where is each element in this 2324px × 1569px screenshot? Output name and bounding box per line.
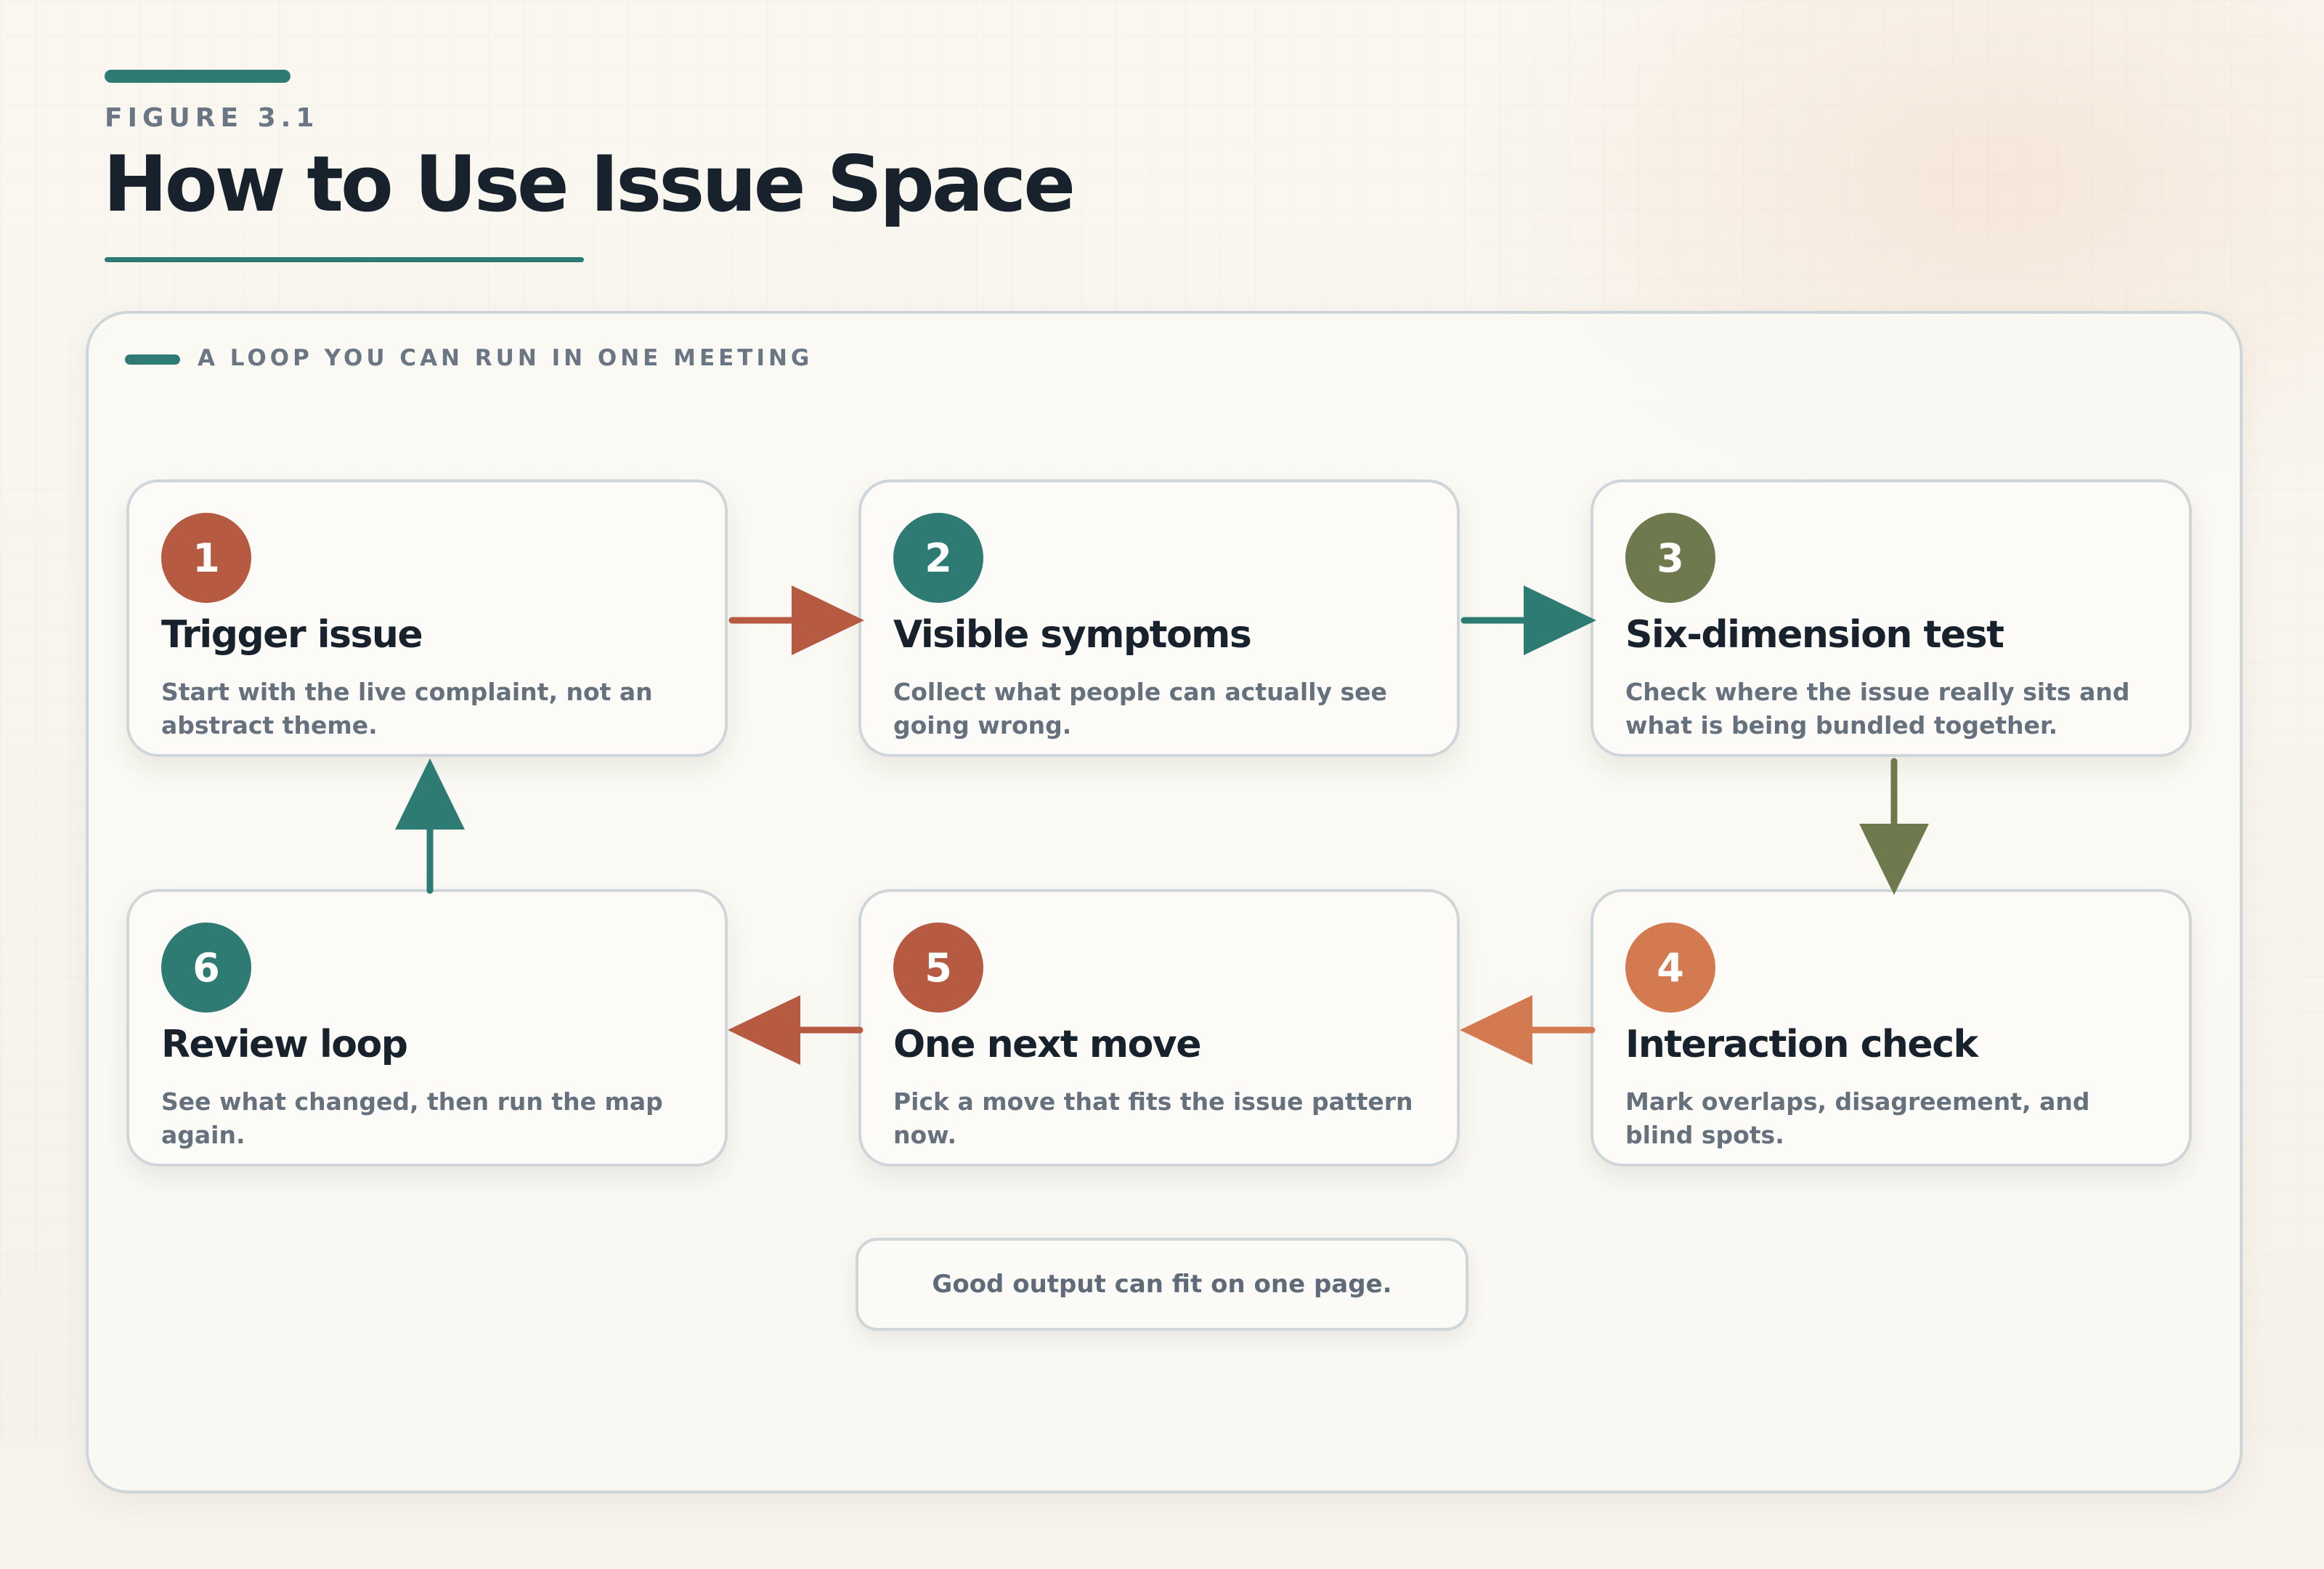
arrow-2-to-3 [1460, 585, 1596, 655]
step-card-six-dimension-test: 3 Six-dimension test Check where the iss… [1590, 479, 2192, 757]
step-card-visible-symptoms: 2 Visible symptoms Collect what people c… [858, 479, 1460, 757]
note-text: Good output can fit on one page. [932, 1270, 1392, 1299]
step-title: Visible symptoms [893, 613, 1252, 657]
figure-kicker: FIGURE 3.1 [105, 103, 320, 133]
step-number-badge: 6 [161, 923, 251, 1013]
step-number-badge: 4 [1625, 923, 1715, 1013]
header-accent-bar [105, 70, 290, 83]
step-title: Six-dimension test [1625, 613, 2004, 657]
step-card-interaction-check: 4 Interaction check Mark overlaps, disag… [1590, 889, 2192, 1167]
step-title: Interaction check [1625, 1023, 1978, 1066]
arrow-1-to-2 [728, 585, 864, 655]
step-card-trigger-issue: 1 Trigger issue Start with the live comp… [126, 479, 728, 757]
step-number-badge: 2 [893, 513, 983, 603]
step-number-badge: 3 [1625, 513, 1715, 603]
step-description: See what changed, then run the map again… [161, 1087, 663, 1149]
arrow-5-to-6 [728, 995, 864, 1065]
figure-title: How to Use Issue Space [103, 139, 1076, 229]
arrow-3-to-4 [1859, 758, 1929, 895]
panel-accent-bar [125, 354, 180, 365]
arrow-6-to-1 [395, 758, 465, 894]
step-description: Pick a move that fits the issue pattern … [893, 1087, 1413, 1149]
panel-label: A LOOP YOU CAN RUN IN ONE MEETING [198, 345, 813, 371]
step-description: Collect what people can actually see goi… [893, 678, 1387, 739]
note-box: Good output can fit on one page. [856, 1238, 1468, 1331]
step-number-badge: 1 [161, 513, 251, 603]
step-title: Review loop [161, 1023, 408, 1066]
step-title: Trigger issue [161, 613, 423, 657]
step-title: One next move [893, 1023, 1201, 1066]
arrow-4-to-5 [1460, 995, 1596, 1065]
step-description: Start with the live complaint, not an ab… [161, 678, 653, 739]
step-number-badge: 5 [893, 923, 983, 1013]
step-description: Mark overlaps, disagreement, and blind s… [1625, 1087, 2090, 1149]
step-card-one-next-move: 5 One next move Pick a move that fits th… [858, 889, 1460, 1167]
step-description: Check where the issue really sits and wh… [1625, 678, 2130, 739]
step-card-review-loop: 6 Review loop See what changed, then run… [126, 889, 728, 1167]
title-underline [105, 257, 584, 262]
